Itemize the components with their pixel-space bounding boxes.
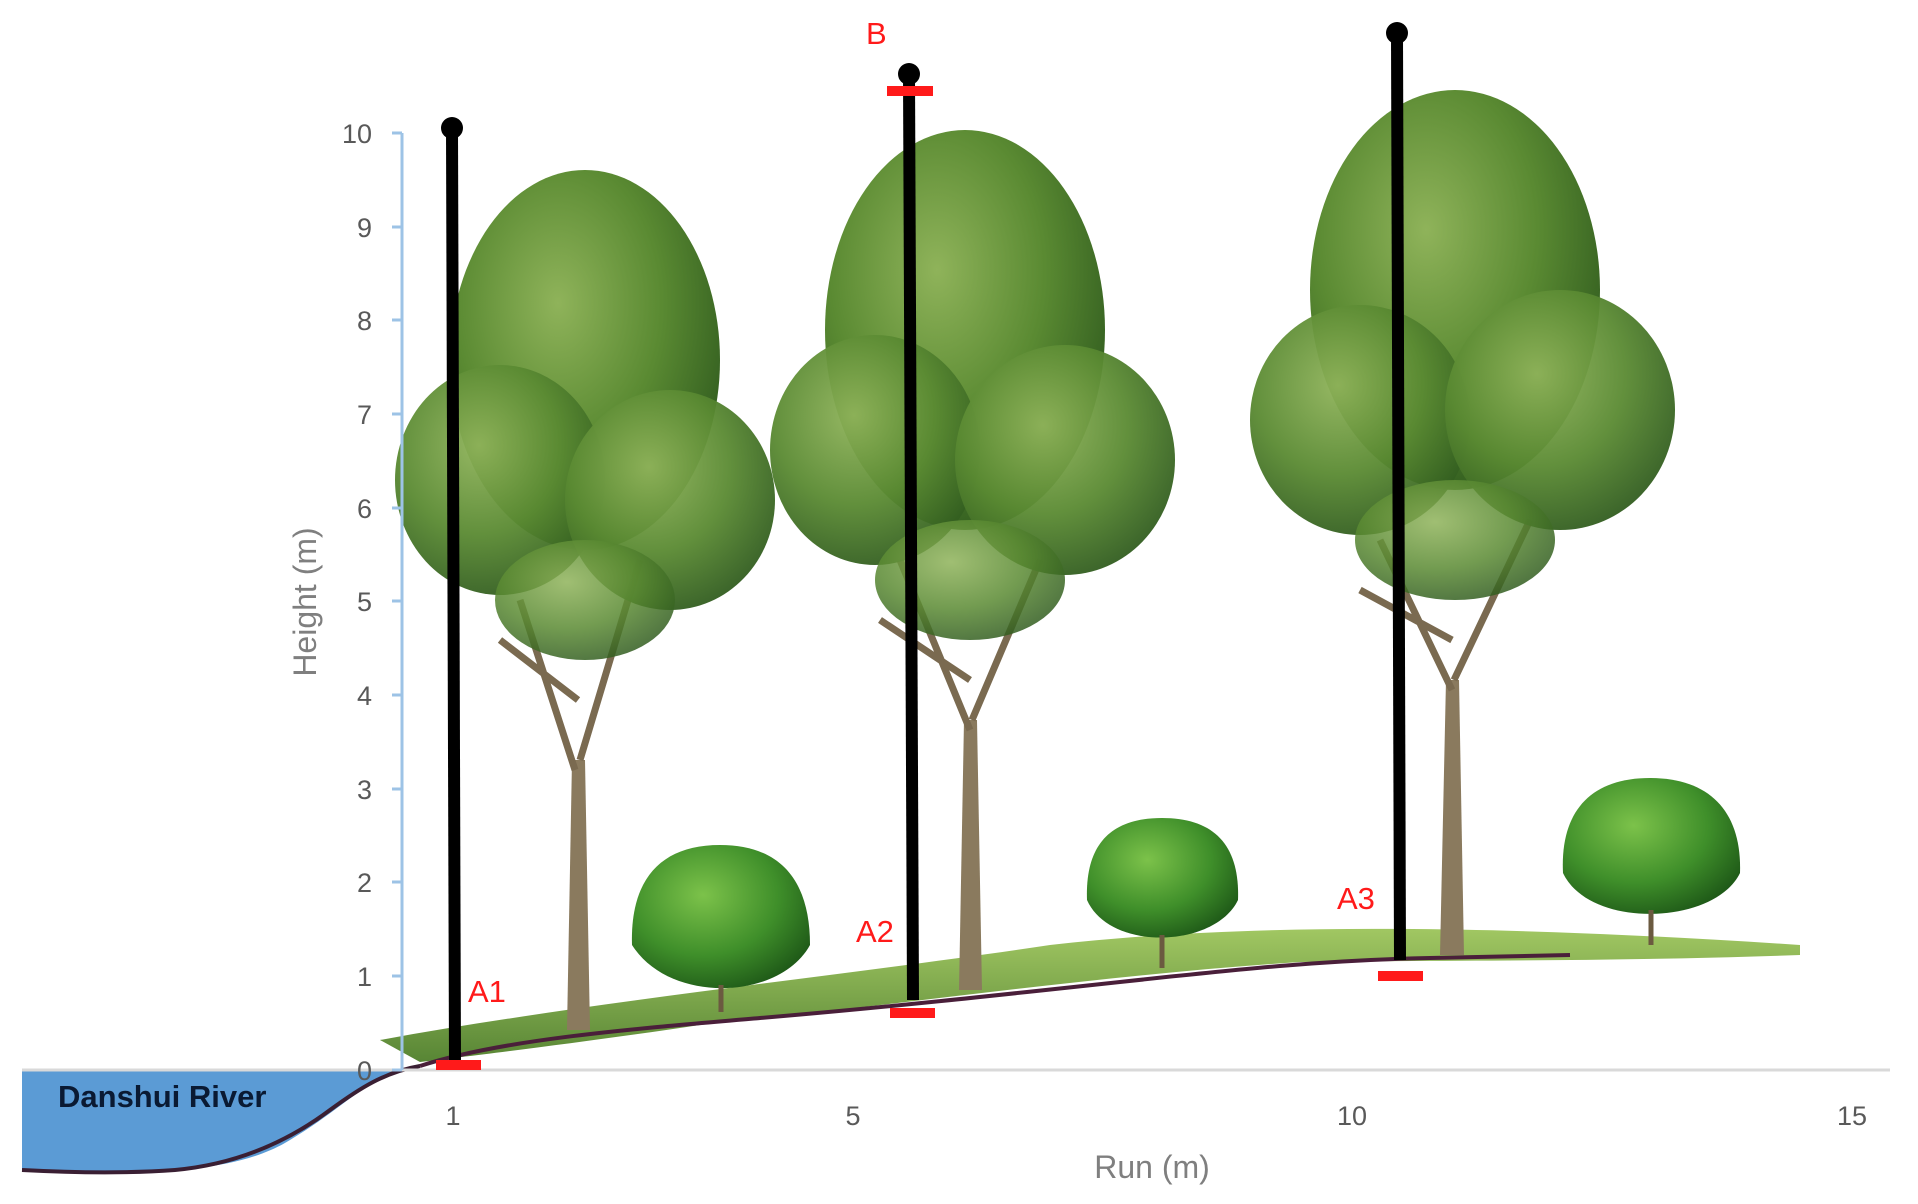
marker-a2 [890, 1008, 935, 1018]
y-tick-label: 4 [357, 681, 372, 711]
river-bed-line [21, 1064, 421, 1175]
y-axis-title: Height (m) [287, 527, 323, 676]
river-label: Danshui River [58, 1079, 266, 1114]
y-tick-label: 3 [357, 775, 372, 805]
y-tick-label: 7 [357, 400, 372, 430]
measurement-pole-1 [441, 117, 463, 1065]
label-b: B [866, 16, 887, 51]
y-tick-label: 0 [357, 1056, 372, 1086]
bush-2 [1086, 818, 1239, 968]
river-water [22, 1070, 400, 1172]
y-tick-label: 9 [357, 213, 372, 243]
x-axis-title: Run (m) [1094, 1149, 1210, 1185]
tree-2 [770, 130, 1175, 990]
x-tick-label: 15 [1837, 1101, 1867, 1131]
y-tick-label: 6 [357, 494, 372, 524]
marker-a1 [436, 1060, 481, 1070]
y-tick-label: 8 [357, 306, 372, 336]
y-tick-label: 1 [357, 962, 372, 992]
ground-profile [419, 953, 1571, 1068]
label-a1: A1 [468, 974, 506, 1009]
y-axis-ticks [392, 131, 402, 1072]
bush-3 [1562, 778, 1741, 945]
measurement-pole-2 [898, 63, 920, 1001]
y-tick-label: 5 [357, 587, 372, 617]
grass-band [380, 928, 1800, 1062]
label-a2: A2 [856, 914, 894, 949]
y-tick-label: 10 [342, 119, 372, 149]
x-tick-label: 1 [445, 1101, 460, 1131]
marker-a3 [1378, 971, 1423, 981]
x-tick-label: 10 [1337, 1101, 1367, 1131]
measurement-pole-3 [1386, 22, 1408, 961]
x-tick-label: 5 [845, 1101, 860, 1131]
y-tick-label: 2 [357, 868, 372, 898]
tree-3 [1250, 90, 1675, 955]
bush-1 [631, 845, 810, 1012]
label-a3: A3 [1337, 881, 1375, 916]
marker-b [887, 86, 933, 96]
